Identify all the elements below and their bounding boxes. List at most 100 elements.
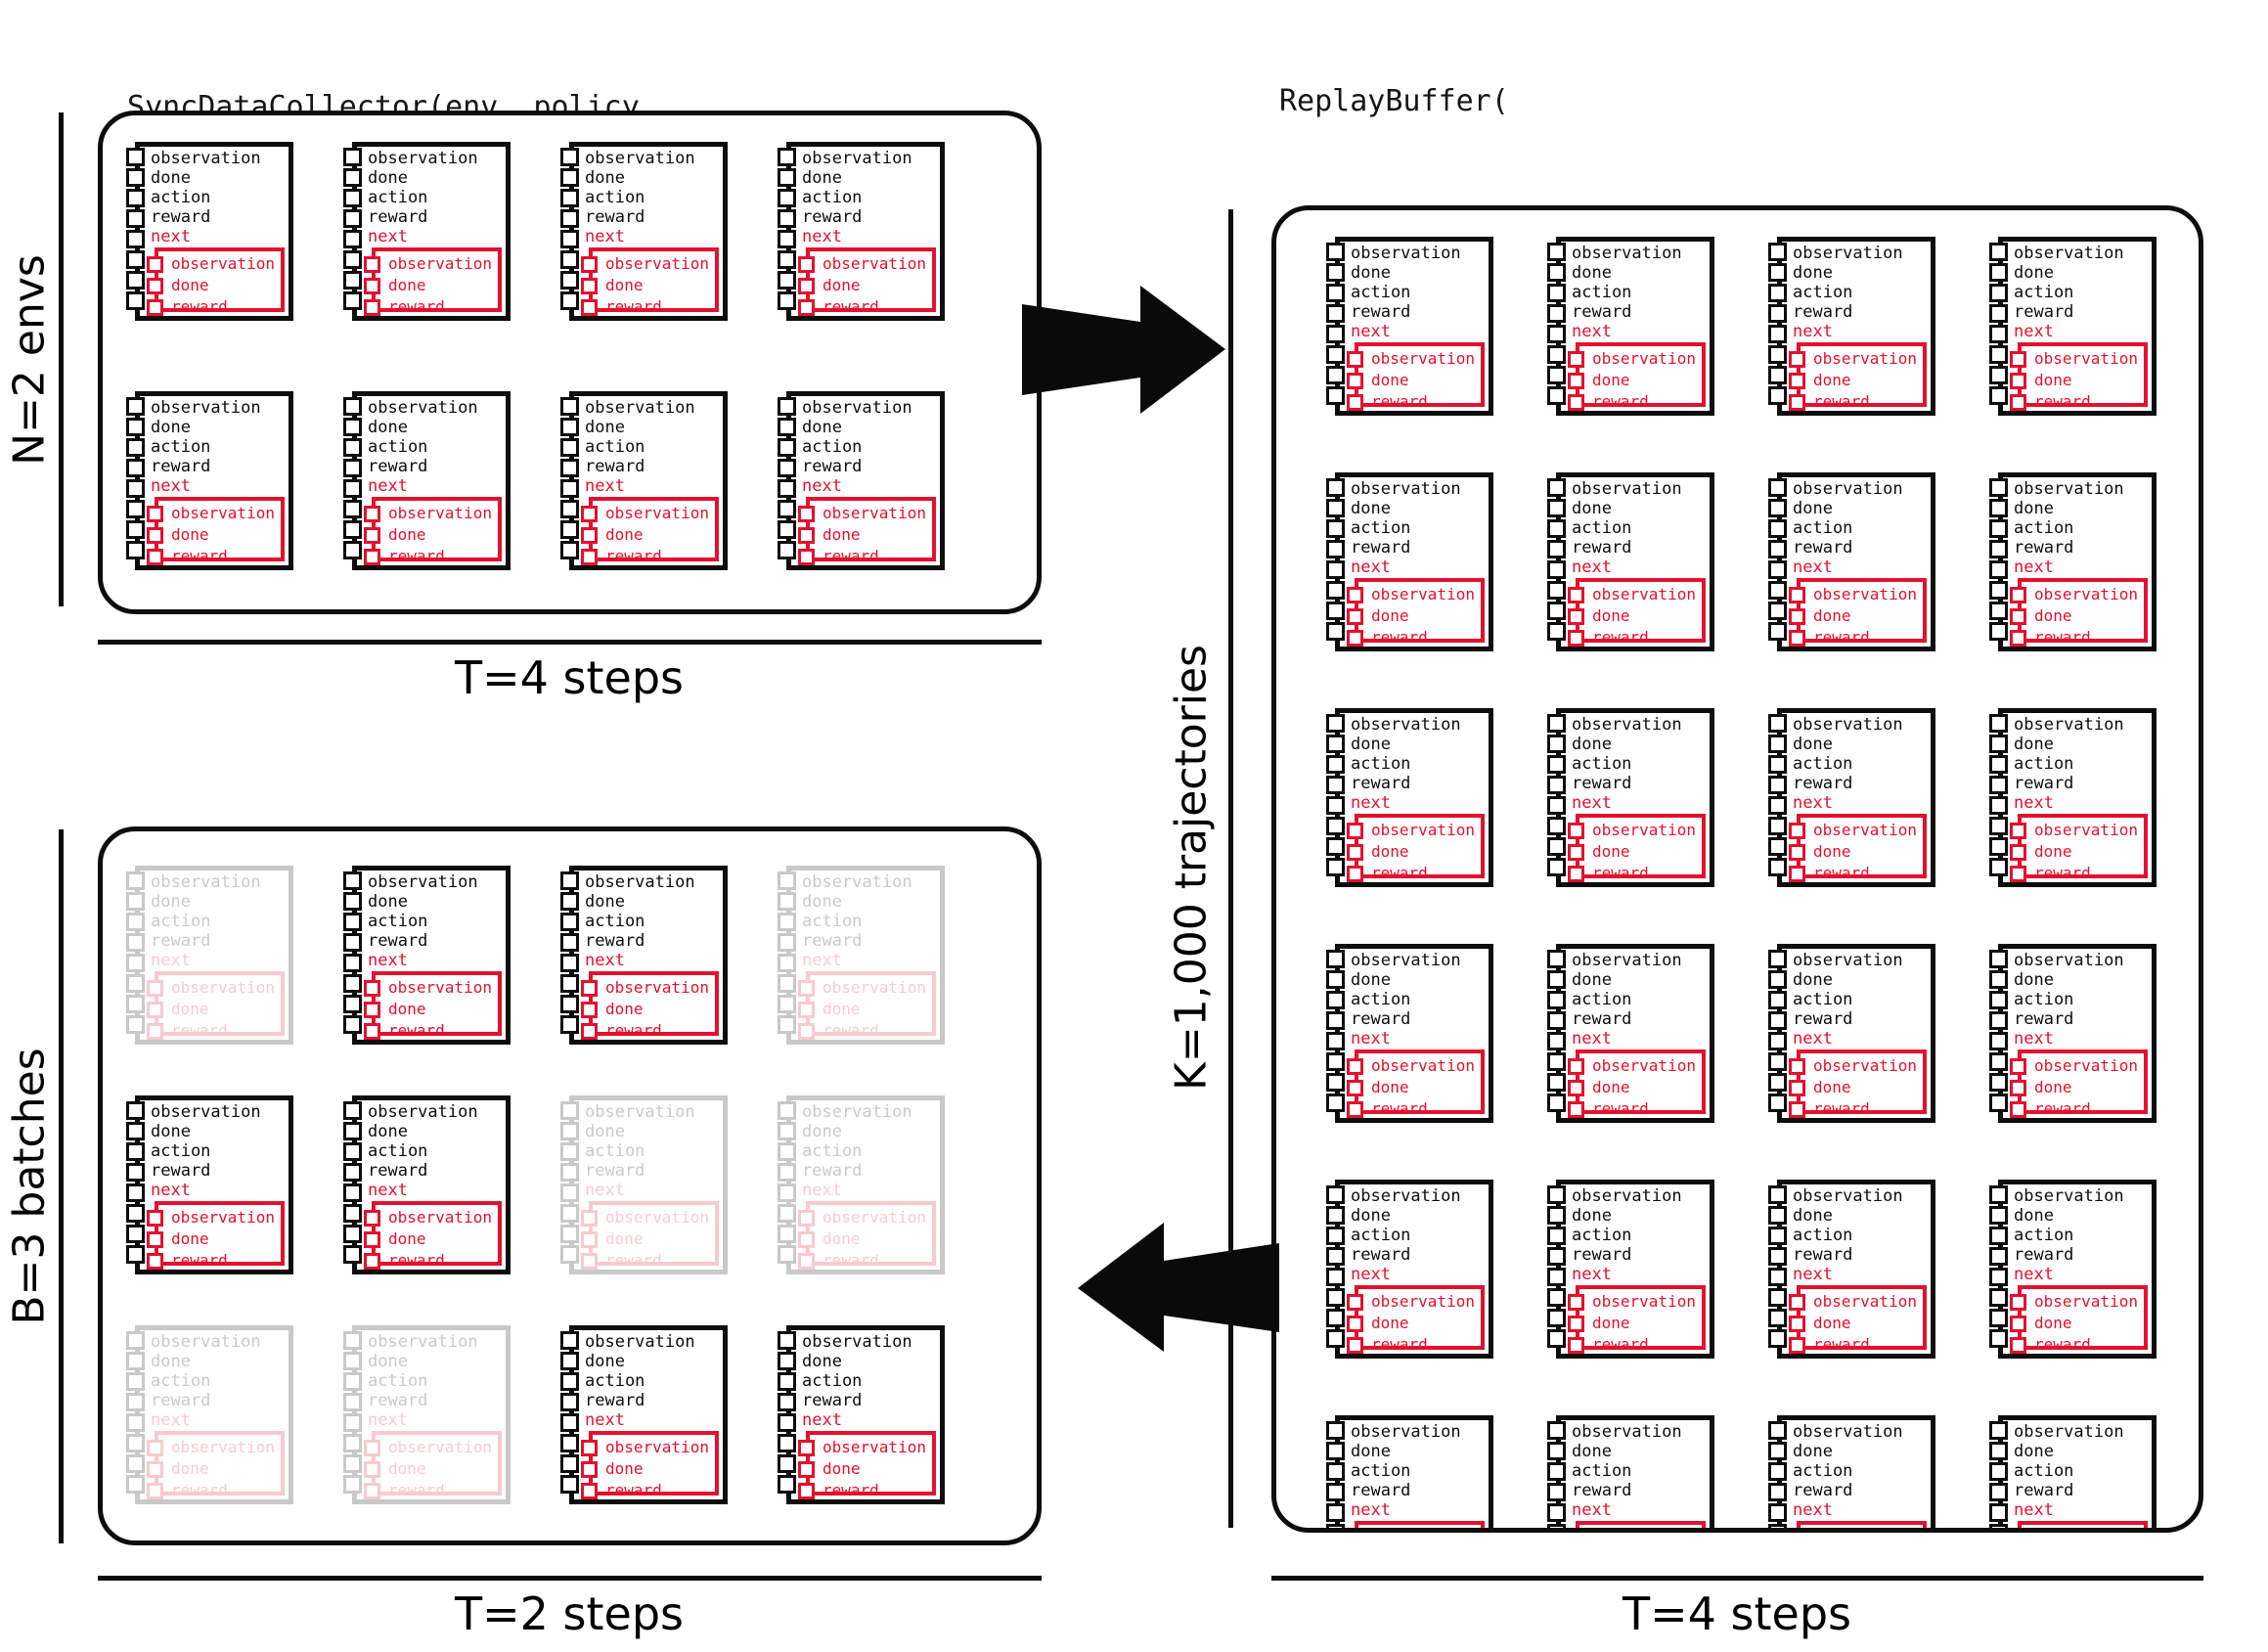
tensordict-card: observation done action reward next obse… [343, 1325, 511, 1504]
field-reward: reward [1351, 1245, 1411, 1265]
binder-tab-icon [1789, 1101, 1805, 1118]
binder-tab-icon [2010, 1058, 2026, 1075]
binder-tab-icon [126, 892, 145, 911]
field-reward: reward [1351, 302, 1411, 322]
field-next: next [2014, 1500, 2054, 1520]
next-card-fields: observation done reward [593, 977, 715, 1042]
binder-tab-icon [1547, 540, 1566, 558]
binder-tab-icon [364, 527, 380, 544]
binder-tab-icon [1768, 837, 1787, 856]
binder-tab-icon [560, 479, 579, 498]
binder-tab-icon [1989, 1094, 2008, 1112]
next-field-reward: reward [2034, 1335, 2091, 1354]
binder-tab-icon [1326, 1442, 1345, 1460]
binder-tab-icon [1547, 519, 1566, 538]
next-field-reward: reward [823, 1481, 879, 1499]
next-field-done: done [2034, 1314, 2072, 1332]
binder-tab-icon [560, 291, 579, 310]
binder-tab-icon [126, 1245, 145, 1264]
k-trajectories-label: K=1,000 trajectories [1166, 645, 1217, 1091]
field-done: done [1572, 499, 1612, 518]
field-reward: reward [1572, 538, 1632, 558]
field-done: done [585, 1122, 625, 1141]
tensordict-card: observation done action reward next obse… [1989, 944, 2157, 1123]
field-action: action [2014, 518, 2074, 538]
binder-tab-icon [778, 1434, 796, 1452]
tensordict-card: observation done action reward next obse… [1768, 944, 1935, 1123]
binder-tab-icon [778, 271, 796, 290]
tensordict-card: observation done action reward next obse… [560, 866, 728, 1045]
binder-tab-icon [126, 995, 145, 1013]
next-field-reward: reward [605, 297, 662, 316]
next-field-done: done [1592, 606, 1630, 625]
field-next: next [585, 951, 625, 970]
field-observation: observation [1351, 479, 1461, 499]
binder-tab-icon [1547, 1421, 1566, 1440]
binder-tab-icon [343, 209, 362, 228]
next-field-reward: reward [171, 1251, 228, 1270]
binder-tab-icon [778, 1183, 796, 1202]
binder-tab-icon [1768, 1011, 1787, 1030]
next-field-done: done [388, 525, 426, 544]
binder-tab-icon [1989, 602, 2008, 620]
field-next: next [1793, 558, 1833, 577]
next-card-fields: observation done reward [158, 1207, 281, 1272]
field-next: next [585, 1410, 625, 1430]
binder-tab-icon [1547, 478, 1566, 497]
next-field-reward: reward [605, 547, 662, 565]
binder-tab-icon [778, 438, 796, 457]
next-field-done: done [2034, 842, 2072, 861]
binder-tab-icon [1326, 1247, 1345, 1266]
next-tensordict-box: observation done reward [1347, 814, 1485, 882]
field-observation: observation [368, 149, 478, 168]
next-tensordict-box: observation done reward [798, 247, 936, 316]
binder-tab-icon [1347, 351, 1363, 368]
binder-tab-icon [1326, 1094, 1345, 1112]
next-field-done: done [2034, 371, 2072, 389]
binder-tab-icon [1326, 776, 1345, 794]
field-done: done [1351, 735, 1391, 754]
card-fields: observation done action reward next [1793, 244, 1930, 341]
field-next: next [1351, 558, 1391, 577]
binder-tab-icon [1326, 1462, 1345, 1481]
field-action: action [1572, 518, 1632, 538]
binder-tab-icon [1547, 622, 1566, 641]
binder-tab-icon [1768, 1462, 1787, 1481]
field-done: done [2014, 499, 2054, 518]
binder-tab-icon [1547, 386, 1566, 405]
field-next: next [1572, 322, 1612, 341]
next-field-observation: observation [2034, 1292, 2138, 1311]
binder-tab-icon [147, 549, 163, 565]
next-card-fields: observation done reward [376, 977, 498, 1042]
field-done: done [151, 1352, 191, 1371]
binder-tab-icon [1989, 1206, 2008, 1225]
next-card-fields: observation done reward [158, 1437, 281, 1501]
next-field-done: done [605, 1229, 644, 1248]
binder-tab-icon [1547, 1462, 1566, 1481]
binder-tab-icon [1768, 622, 1787, 641]
tensordict-card: observation done action reward next obse… [1989, 1415, 2157, 1528]
binder-tab-icon [1568, 630, 1584, 647]
card-fields: observation done action reward next [1793, 951, 1930, 1049]
field-reward: reward [368, 931, 428, 951]
binder-tab-icon [560, 1434, 579, 1452]
binder-tab-icon [126, 168, 145, 187]
next-card-fields: observation done reward [1579, 1055, 1702, 1120]
next-field-reward: reward [2034, 392, 2091, 411]
next-field-observation: observation [823, 504, 926, 522]
binder-tab-icon [1547, 284, 1566, 302]
next-card-fields: observation done reward [1358, 584, 1481, 648]
field-done: done [1351, 1206, 1391, 1226]
next-card-fields: observation done reward [1801, 584, 1923, 648]
binder-tab-icon [1347, 1294, 1363, 1311]
binder-tab-icon [1768, 325, 1787, 343]
binder-tab-icon [1568, 866, 1584, 882]
field-observation: observation [1572, 951, 1682, 970]
collector-card-grid: observation done action reward next obse… [103, 115, 1037, 609]
binder-tab-icon [1547, 735, 1566, 753]
next-tensordict-box: observation done reward [1347, 578, 1485, 647]
b-batches-bracket-line [59, 829, 64, 1543]
binder-tab-icon [364, 1002, 380, 1018]
next-field-done: done [388, 1000, 426, 1018]
